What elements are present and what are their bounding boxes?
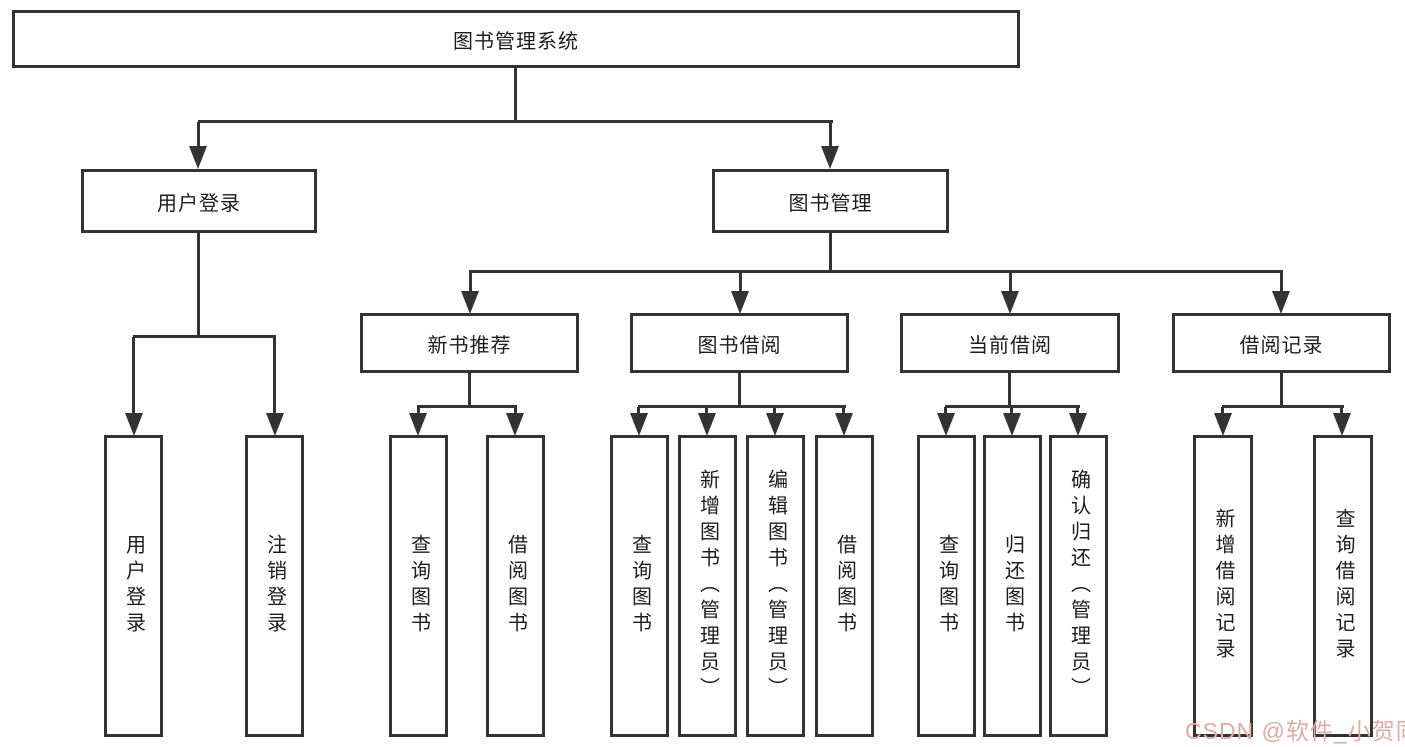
arrow-down-icon xyxy=(461,291,479,314)
connector-root-drop-left xyxy=(197,122,200,150)
connector-records-stem xyxy=(1280,373,1283,407)
leaf-user-login-label: 用户登录 xyxy=(122,534,145,638)
arrow-down-icon xyxy=(506,413,524,436)
connector-current-rail xyxy=(945,405,1080,408)
node-book-borrow-label: 图书借阅 xyxy=(697,334,782,357)
leaf-query-book-borrow: 查询图书 xyxy=(610,435,669,737)
connector-newrec-drop-2 xyxy=(514,407,517,415)
connector-userlogin-drop-2 xyxy=(273,337,276,415)
arrow-down-icon xyxy=(630,413,648,436)
arrow-down-icon xyxy=(821,146,839,169)
connector-root-rail xyxy=(198,120,833,123)
connector-bookmgmt-drop-4 xyxy=(1280,272,1283,292)
arrow-down-icon xyxy=(1214,413,1232,436)
node-user-login: 用户登录 xyxy=(81,169,317,233)
connector-bookmgmt-rail xyxy=(469,270,1283,273)
leaf-query-borrow-record: 查询借阅记录 xyxy=(1313,435,1373,737)
connector-current-drop-1 xyxy=(944,407,947,415)
arrow-down-icon xyxy=(835,413,853,436)
connector-borrow-drop-2 xyxy=(705,407,708,415)
csdn-watermark: CSDN @软件_小贺同学 xyxy=(1185,718,1405,744)
connector-userlogin-drop-1 xyxy=(132,337,135,415)
node-book-management: 图书管理 xyxy=(712,169,949,233)
leaf-query-book-newrec-label: 查询图书 xyxy=(407,534,430,638)
arrow-down-icon xyxy=(1069,413,1087,436)
arrow-down-icon xyxy=(1272,291,1290,314)
connector-root-stem xyxy=(514,68,517,122)
connector-current-stem xyxy=(1008,373,1011,407)
connector-bookmgmt-stem xyxy=(829,233,832,272)
node-new-book-recommend-label: 新书推荐 xyxy=(427,334,512,357)
leaf-add-borrow-record-label: 新增借阅记录 xyxy=(1212,508,1234,664)
leaf-confirm-return-admin: 确认归还（管理员） xyxy=(1049,435,1108,737)
arrow-down-icon xyxy=(731,291,749,314)
node-user-login-label: 用户登录 xyxy=(157,192,241,215)
leaf-return-book-label: 归还图书 xyxy=(1001,534,1024,638)
arrow-down-icon xyxy=(1333,413,1351,436)
node-current-borrow-label: 当前借阅 xyxy=(968,334,1052,357)
leaf-add-book-admin-label: 新增图书（管理员） xyxy=(696,469,719,703)
connector-records-drop-2 xyxy=(1340,407,1343,415)
connector-bookmgmt-drop-1 xyxy=(469,272,472,292)
connector-borrow-drop-4 xyxy=(842,407,845,415)
node-book-borrow: 图书借阅 xyxy=(630,313,849,373)
leaf-query-book-current-label: 查询图书 xyxy=(935,534,958,638)
leaf-return-book: 归还图书 xyxy=(983,435,1042,737)
arrow-down-icon xyxy=(937,413,955,436)
leaf-query-book-borrow-label: 查询图书 xyxy=(628,534,651,638)
connector-records-drop-1 xyxy=(1221,407,1224,415)
node-root: 图书管理系统 xyxy=(12,10,1020,68)
connector-borrow-drop-1 xyxy=(637,407,640,415)
node-current-borrow: 当前借阅 xyxy=(900,313,1120,373)
leaf-query-book-current: 查询图书 xyxy=(917,435,976,737)
connector-newrec-drop-1 xyxy=(417,407,420,415)
arrow-down-icon xyxy=(698,413,716,436)
connector-borrow-stem xyxy=(738,373,741,407)
node-new-book-recommend: 新书推荐 xyxy=(360,313,579,373)
node-root-label: 图书管理系统 xyxy=(453,30,579,53)
arrow-down-icon xyxy=(766,413,784,436)
leaf-borrow-book-label: 借阅图书 xyxy=(833,534,856,638)
connector-bookmgmt-drop-3 xyxy=(1009,272,1012,292)
connector-userlogin-rail xyxy=(133,335,276,338)
leaf-edit-book-admin-label: 编辑图书（管理员） xyxy=(764,469,787,703)
connector-current-drop-3 xyxy=(1076,407,1079,415)
node-book-management-label: 图书管理 xyxy=(788,192,873,215)
leaf-logout: 注销登录 xyxy=(245,435,304,737)
arrow-down-icon xyxy=(266,413,284,436)
node-borrow-records: 借阅记录 xyxy=(1172,313,1391,373)
leaf-query-book-newrec: 查询图书 xyxy=(389,435,448,737)
connector-current-drop-2 xyxy=(1010,407,1013,415)
leaf-borrow-book-newrec-label: 借阅图书 xyxy=(504,534,527,638)
arrow-down-icon xyxy=(189,146,207,169)
leaf-confirm-return-admin-label: 确认归还（管理员） xyxy=(1067,469,1090,703)
connector-bookmgmt-drop-2 xyxy=(739,272,742,292)
connector-records-rail xyxy=(1222,405,1344,408)
leaf-add-book-admin: 新增图书（管理员） xyxy=(678,435,737,737)
node-borrow-records-label: 借阅记录 xyxy=(1239,334,1324,357)
leaf-user-login: 用户登录 xyxy=(104,435,163,737)
arrow-down-icon xyxy=(1001,291,1019,314)
connector-borrow-rail xyxy=(638,405,846,408)
leaf-query-borrow-record-label: 查询借阅记录 xyxy=(1332,508,1354,664)
arrow-down-icon xyxy=(1003,413,1021,436)
connector-borrow-drop-3 xyxy=(773,407,776,415)
connector-root-drop-right xyxy=(829,122,832,150)
leaf-borrow-book-newrec: 借阅图书 xyxy=(486,435,545,737)
leaf-edit-book-admin: 编辑图书（管理员） xyxy=(746,435,805,737)
leaf-add-borrow-record: 新增借阅记录 xyxy=(1193,435,1253,737)
arrow-down-icon xyxy=(409,413,427,436)
connector-newrec-rail xyxy=(417,405,517,408)
leaf-logout-label: 注销登录 xyxy=(263,534,286,638)
connector-newrec-stem xyxy=(468,373,471,407)
connector-userlogin-stem xyxy=(197,233,200,337)
arrow-down-icon xyxy=(125,413,143,436)
leaf-borrow-book: 借阅图书 xyxy=(815,435,874,737)
